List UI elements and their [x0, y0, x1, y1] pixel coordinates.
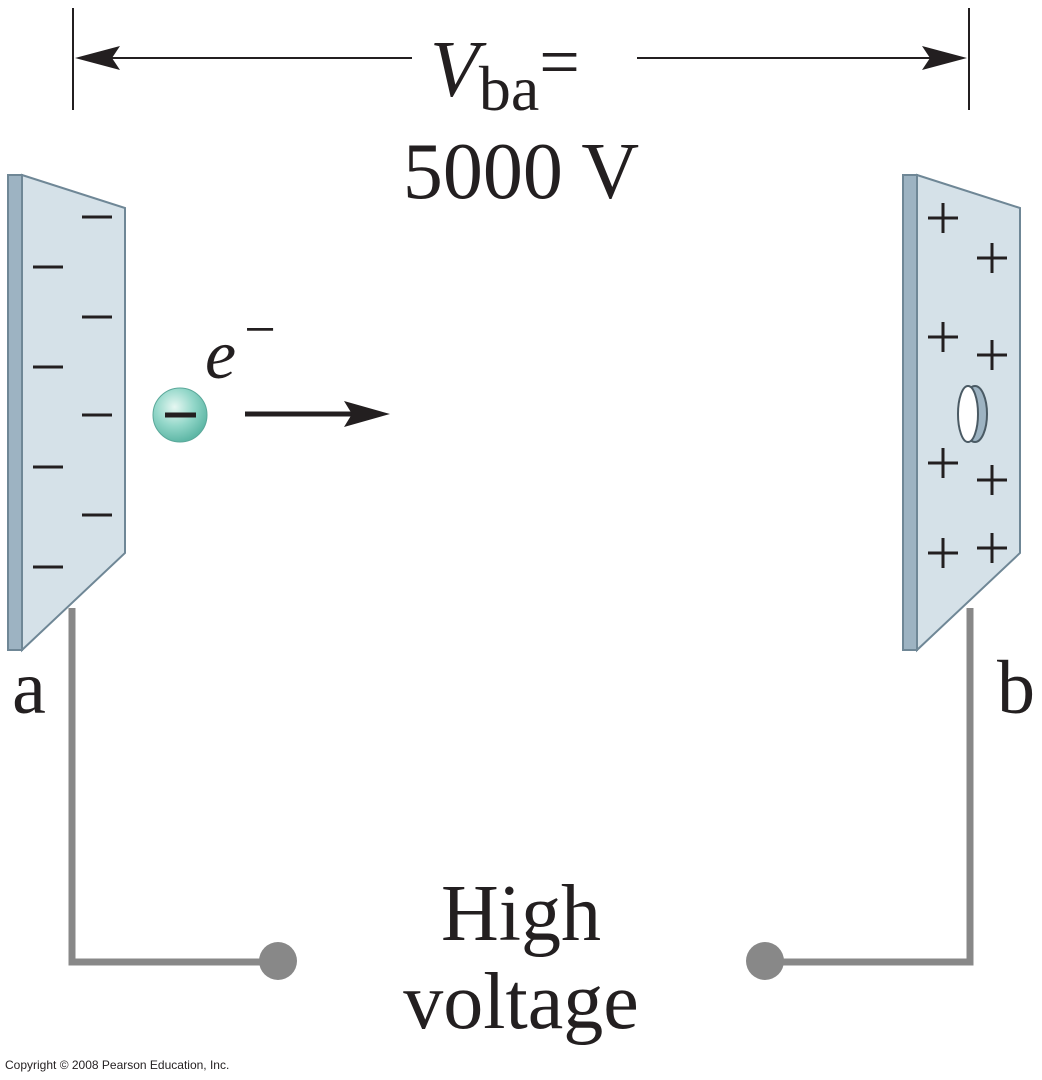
plus-sign	[928, 322, 958, 352]
plate-b	[902, 173, 1021, 653]
plate-a-edge	[7, 174, 23, 651]
wire-right	[765, 608, 974, 966]
source-label-line1: High	[441, 870, 601, 958]
plus-sign	[928, 538, 958, 568]
plus-sign	[928, 448, 958, 478]
voltage-subscript: ba	[479, 53, 539, 124]
plate-hole	[957, 385, 988, 443]
positive-charges	[928, 203, 1007, 568]
voltage-dimension	[72, 8, 970, 110]
plate-a	[7, 173, 126, 653]
plus-sign	[977, 465, 1007, 495]
plus-sign	[928, 203, 958, 233]
negative-charges	[33, 215, 112, 569]
dimension-arrowhead-left	[75, 46, 120, 70]
voltage-equals: =	[539, 22, 580, 102]
plate-a-label: a	[12, 646, 46, 730]
velocity-arrow	[245, 401, 390, 427]
copyright-notice: Copyright © 2008 Pearson Education, Inc.	[5, 1058, 229, 1072]
dimension-arrowhead-right	[922, 46, 967, 70]
terminal-left	[259, 942, 297, 980]
plate-a-face	[21, 173, 126, 653]
voltage-label: Vba=	[430, 22, 580, 124]
electron-label: e−	[205, 299, 276, 394]
terminal-right	[746, 942, 784, 980]
voltage-value: 5000 V	[403, 128, 639, 216]
wires	[68, 608, 974, 980]
electron	[152, 387, 208, 443]
plus-sign	[977, 533, 1007, 563]
plus-sign	[977, 243, 1007, 273]
velocity-arrowhead	[344, 401, 390, 427]
plate-b-label: b	[997, 646, 1035, 730]
electron-charge-superscript: −	[244, 299, 276, 361]
plate-b-edge	[902, 174, 918, 651]
voltage-symbol: V	[430, 26, 487, 114]
plus-sign	[977, 340, 1007, 370]
wire-left	[68, 608, 278, 966]
electron-symbol: e	[205, 317, 236, 394]
source-label-line2: voltage	[403, 958, 638, 1046]
